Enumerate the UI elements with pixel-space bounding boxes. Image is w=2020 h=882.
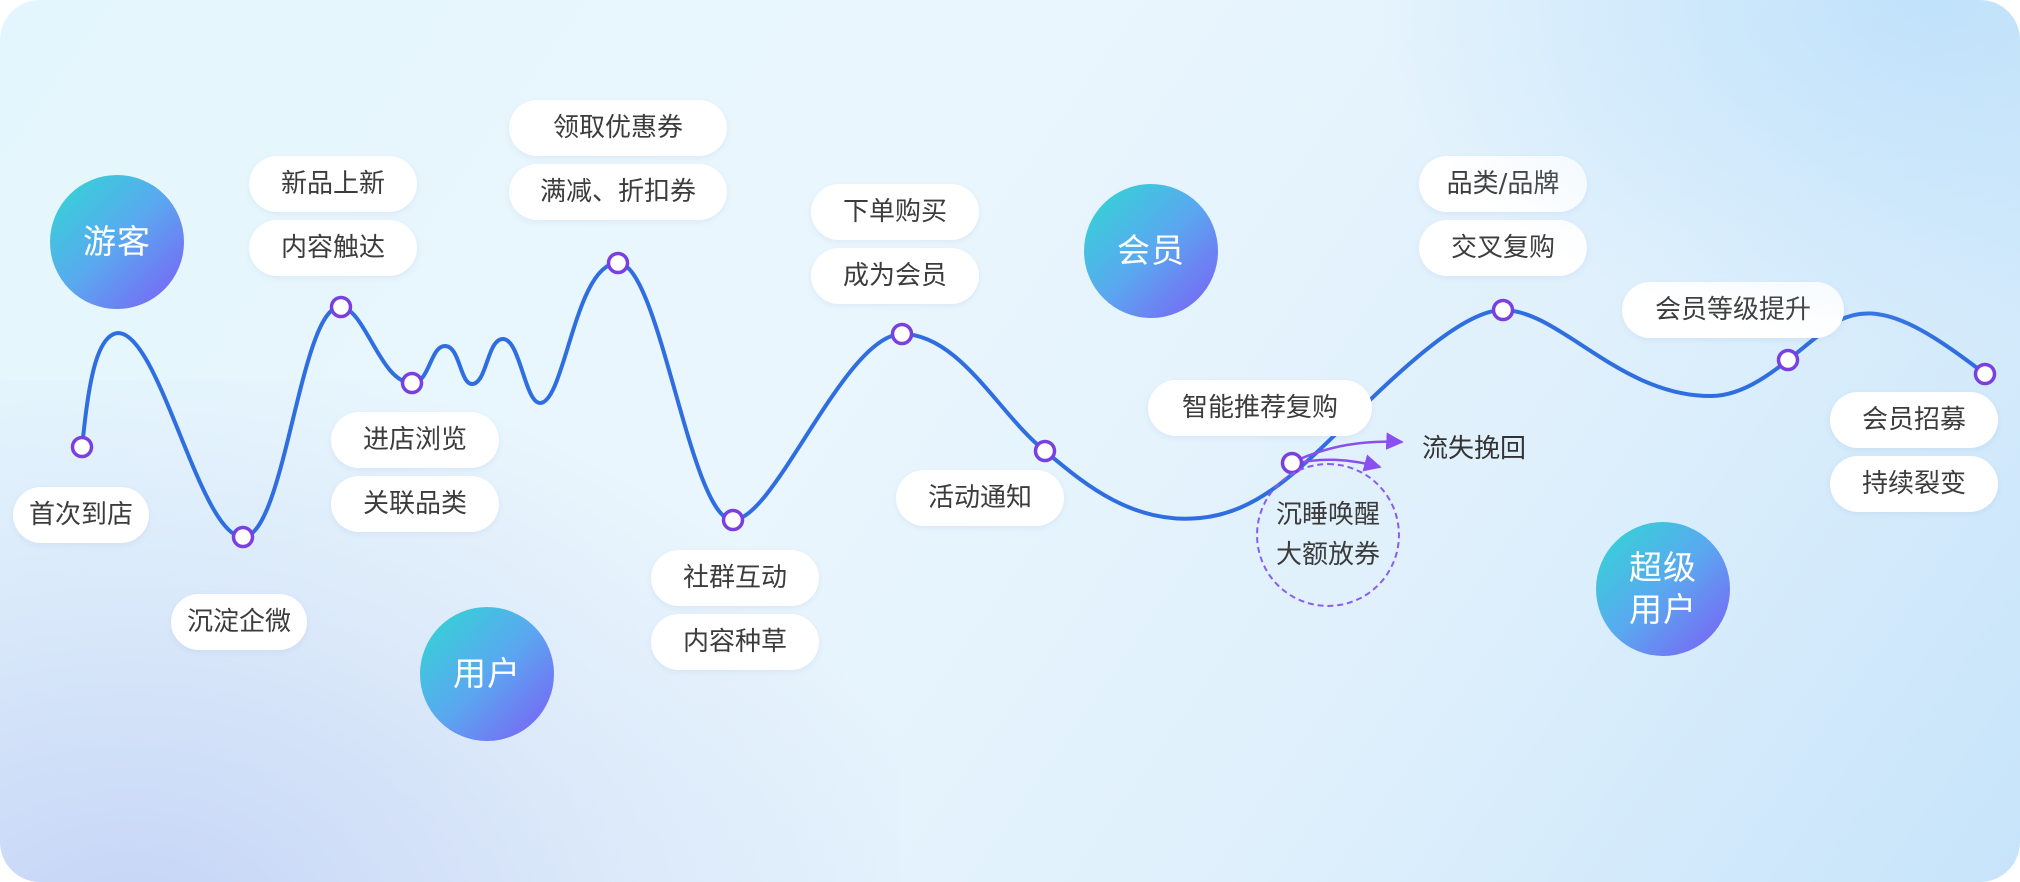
node-member-recruit[interactable] — [1973, 362, 1997, 386]
stage-member-label: 会员 — [1117, 231, 1185, 270]
node-content-reach[interactable] — [329, 295, 353, 319]
stage-super-user-line1: 超级 — [1629, 548, 1697, 587]
label-big-coupon: 大额放券 — [1275, 540, 1380, 570]
stage-super-user-line2: 用户 — [1629, 590, 1697, 629]
node-cross-repurchase[interactable] — [1491, 298, 1515, 322]
node-coupon[interactable] — [606, 251, 630, 275]
churn-arrow-upper — [1292, 432, 1404, 464]
label-related-category: 关联品类 — [331, 476, 499, 532]
label-dormant-wake: 沉睡唤醒 — [1275, 500, 1380, 530]
label-category-brand: 品类/品牌 — [1419, 156, 1587, 212]
node-store-browse[interactable] — [400, 371, 424, 395]
stage-member: 会员 — [1084, 184, 1218, 318]
label-smart-repurchase: 智能推荐复购 — [1148, 380, 1372, 436]
stage-visitor-label: 游客 — [83, 222, 151, 261]
label-first-visit: 首次到店 — [13, 487, 149, 543]
label-content-reach: 内容触达 — [249, 220, 417, 276]
dormant-wake-circle: 沉睡唤醒 大额放券 — [1256, 463, 1400, 607]
label-viral-growth: 持续裂变 — [1830, 456, 1998, 512]
label-wecom: 沉淀企微 — [171, 594, 307, 650]
stage-user-label: 用户 — [453, 654, 521, 693]
label-tier-upgrade: 会员等级提升 — [1622, 282, 1844, 338]
stage-user: 用户 — [420, 607, 554, 741]
label-place-order: 下单购买 — [811, 184, 979, 240]
node-community[interactable] — [721, 508, 745, 532]
node-first-visit[interactable] — [70, 435, 94, 459]
label-discount-coupon: 满减、折扣券 — [509, 164, 727, 220]
node-wecom[interactable] — [231, 525, 255, 549]
label-member-recruit: 会员招募 — [1830, 392, 1998, 448]
label-claim-coupon: 领取优惠券 — [509, 100, 727, 156]
label-become-member: 成为会员 — [811, 248, 979, 304]
label-store-browse: 进店浏览 — [331, 412, 499, 468]
label-cross-repurchase: 交叉复购 — [1419, 220, 1587, 276]
node-event-notice[interactable] — [1033, 439, 1057, 463]
stage-super-user: 超级 用户 — [1596, 522, 1730, 656]
label-community: 社群互动 — [651, 550, 819, 606]
label-new-arrival: 新品上新 — [249, 156, 417, 212]
node-become-member[interactable] — [890, 322, 914, 346]
stage-visitor: 游客 — [50, 175, 184, 309]
label-content-seeding: 内容种草 — [651, 614, 819, 670]
label-event-notice: 活动通知 — [896, 470, 1064, 526]
node-tier-upgrade[interactable] — [1776, 348, 1800, 372]
label-churn-recovery: 流失挽回 — [1422, 434, 1527, 464]
